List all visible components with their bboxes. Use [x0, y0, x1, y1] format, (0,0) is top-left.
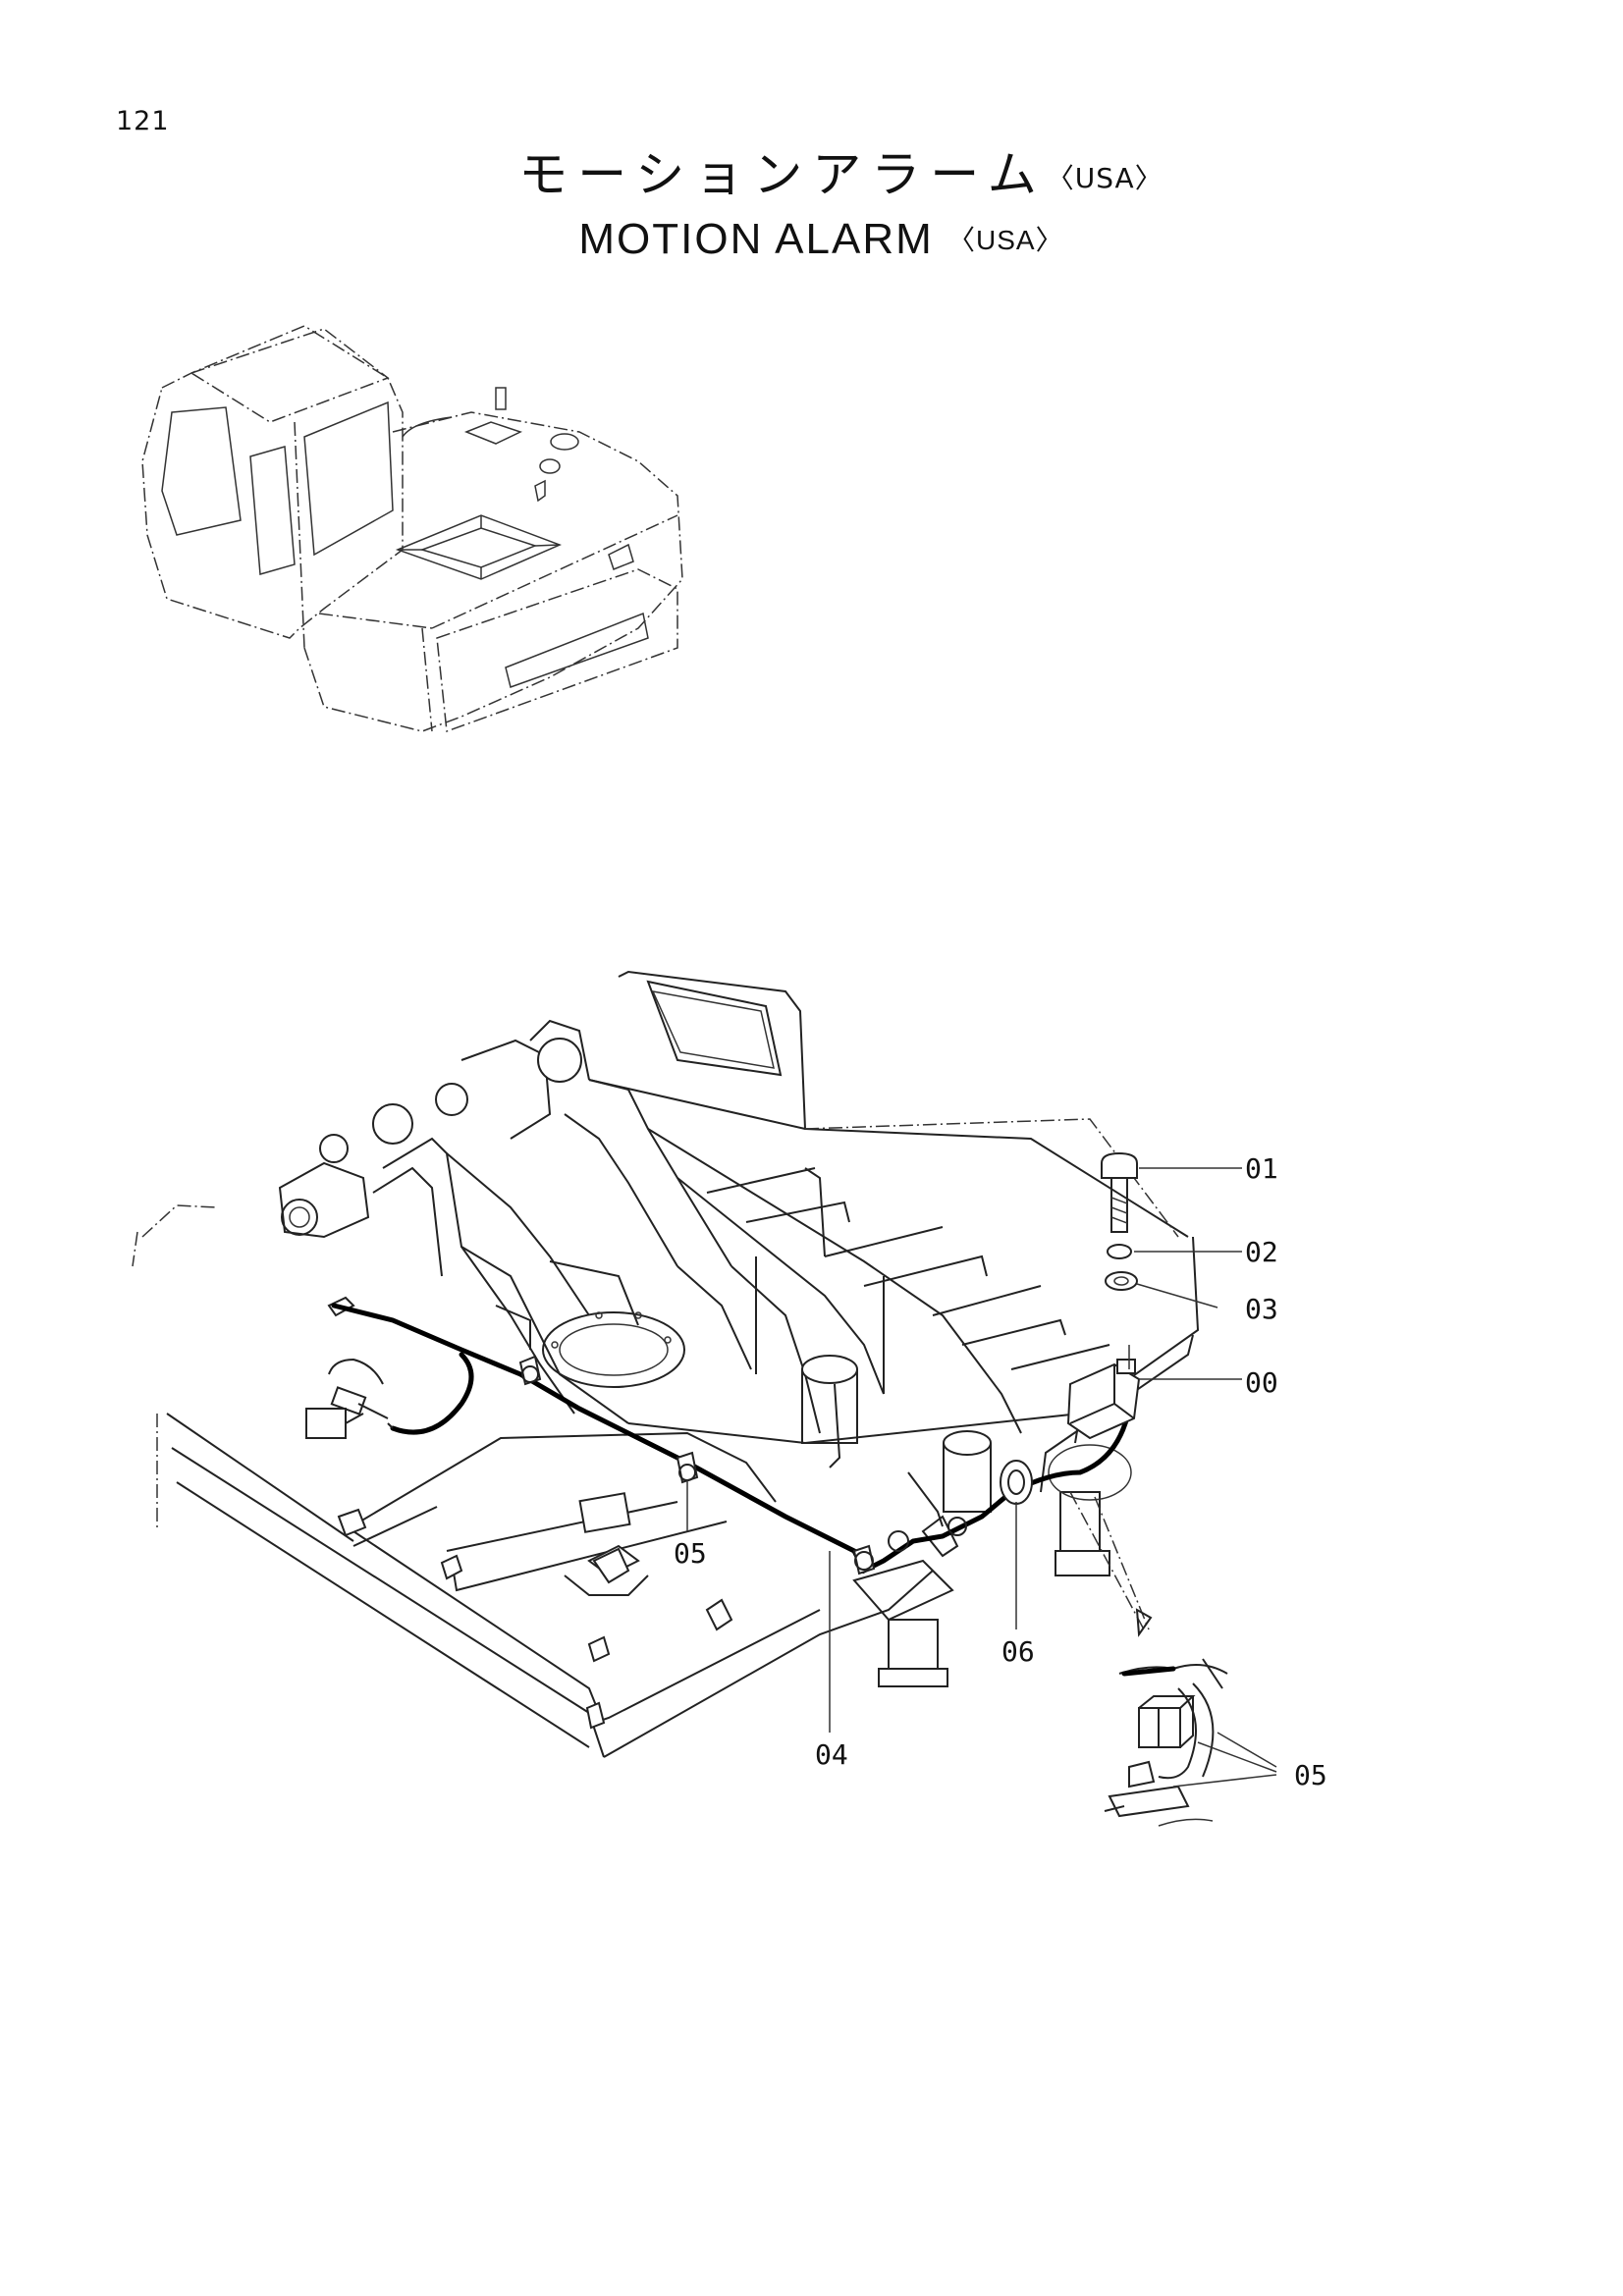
title-english: MOTION ALARM 〈USA〉 — [20, 210, 1623, 270]
machine-overview-illustration — [141, 325, 683, 733]
leader-lines — [686, 1167, 1277, 1788]
callout-01: 01 — [1245, 1152, 1278, 1185]
frame-assembly-illustration — [132, 970, 1200, 1758]
title-block: モーションアラーム〈USA〉 MOTION ALARM 〈USA〉 — [0, 145, 1623, 270]
title-japanese-suffix: 〈USA〉 — [1046, 162, 1163, 194]
title-english-suffix: 〈USA〉 — [947, 225, 1064, 255]
page-number: 121 — [116, 106, 170, 136]
callout-05-left: 05 — [674, 1537, 707, 1570]
callout-00: 00 — [1245, 1366, 1278, 1399]
callout-06: 06 — [1001, 1635, 1035, 1668]
title-japanese: モーションアラーム〈USA〉 — [59, 145, 1623, 208]
washer-part — [1105, 1271, 1138, 1291]
callout-03: 03 — [1245, 1293, 1278, 1325]
motion-alarm-unit — [1066, 1359, 1141, 1440]
callout-02: 02 — [1245, 1236, 1278, 1268]
wiring-harness — [305, 1303, 1132, 1575]
title-english-text: MOTION ALARM — [578, 215, 934, 263]
callout-05-detail: 05 — [1294, 1759, 1327, 1791]
bolt-part — [1101, 1151, 1138, 1233]
spring-washer-part — [1107, 1244, 1132, 1259]
callout-04: 04 — [815, 1738, 848, 1771]
clamp-detail-view — [1104, 1658, 1228, 1827]
title-japanese-text: モーションアラーム — [518, 146, 1047, 203]
